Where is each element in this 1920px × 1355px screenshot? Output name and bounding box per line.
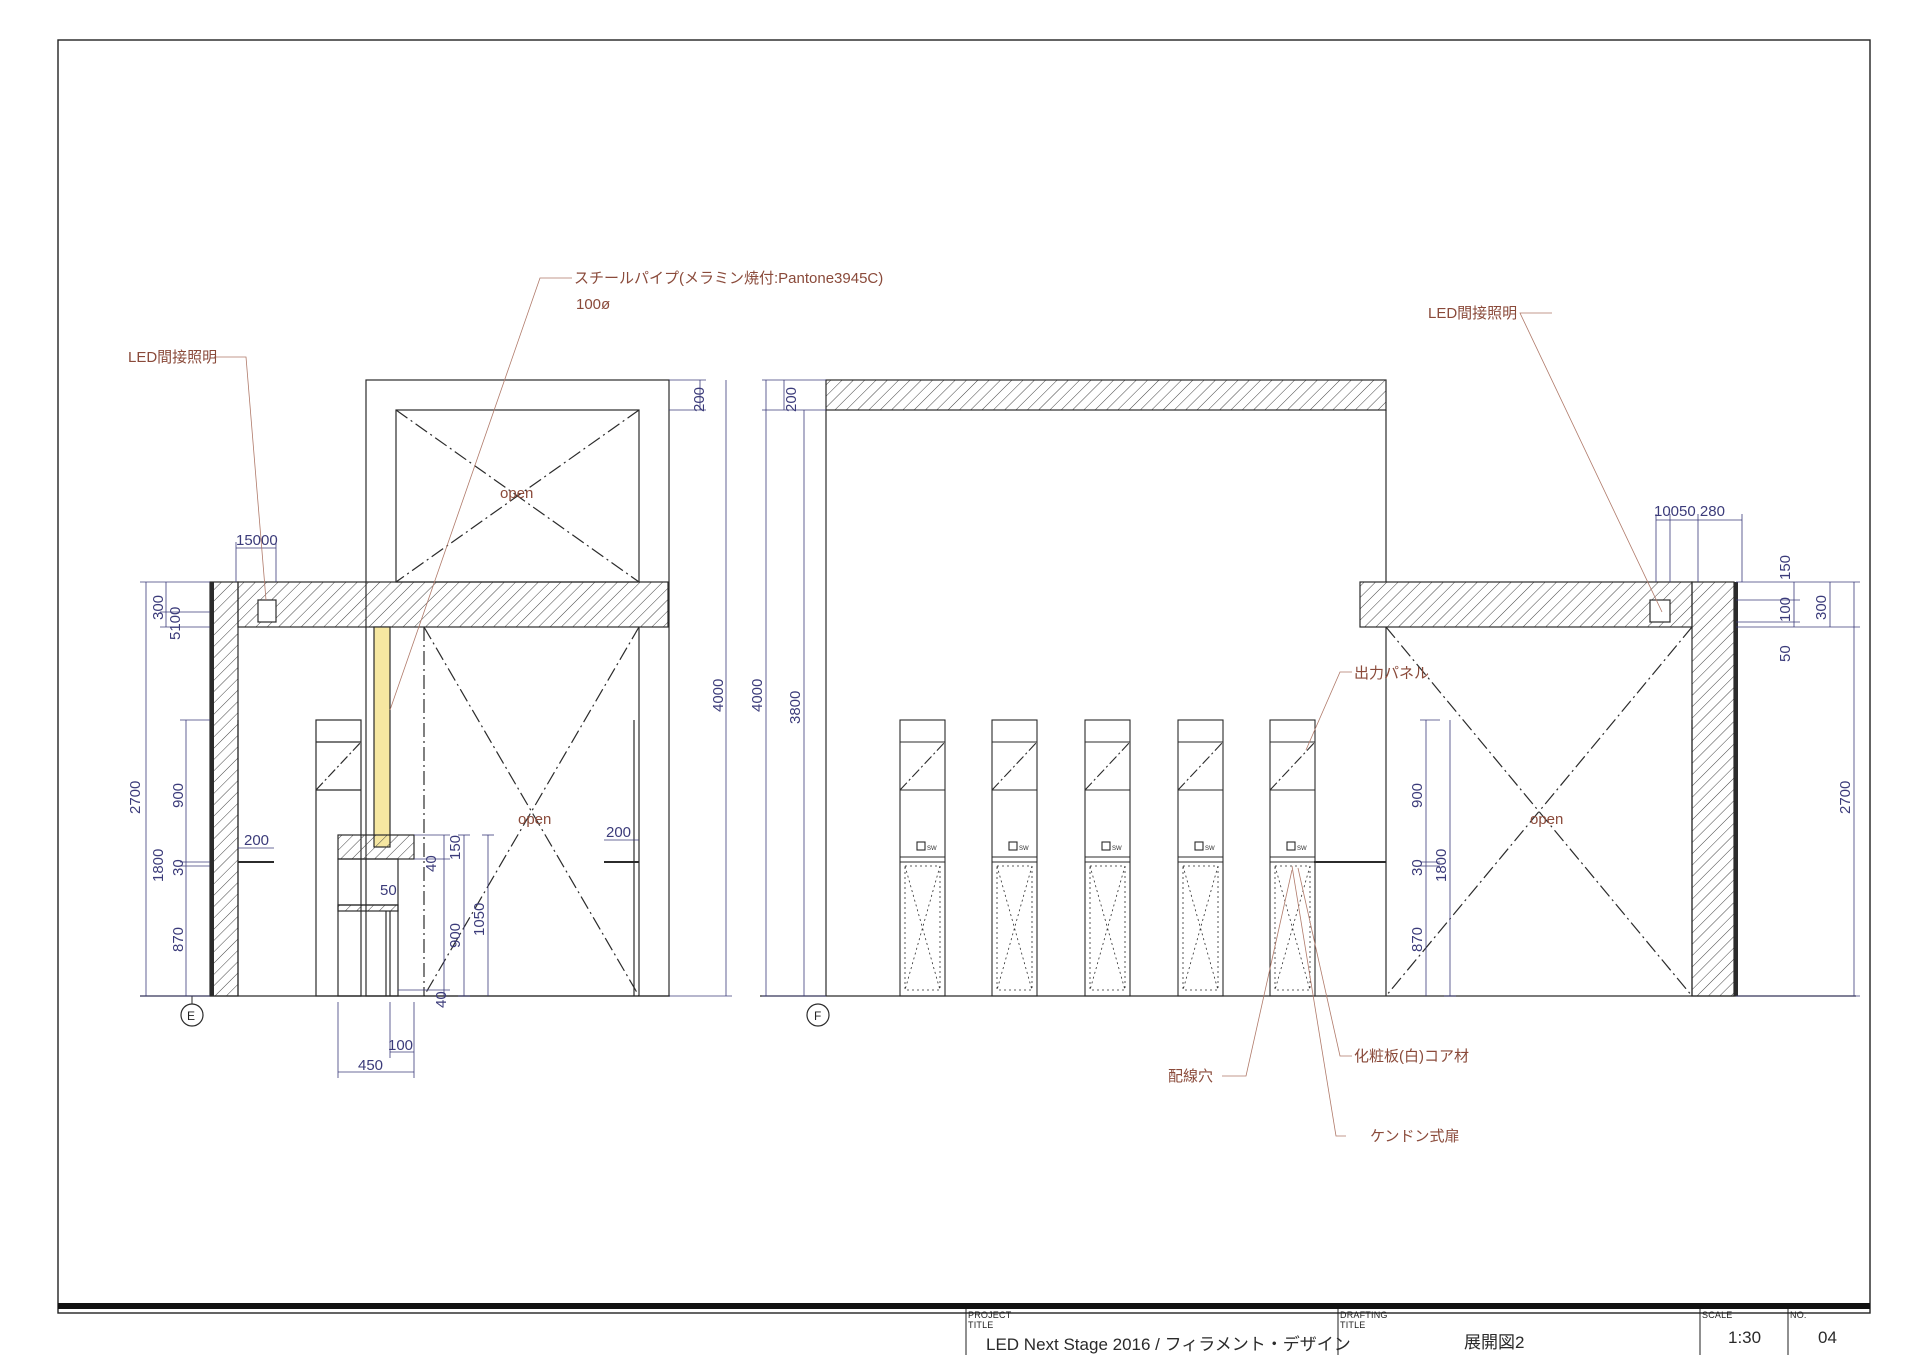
- switch-icon: [1008, 841, 1018, 851]
- dim-e-50: 50: [380, 882, 397, 899]
- dimensions-f: [762, 379, 1860, 997]
- callout-led-left: LED間接照明: [128, 349, 217, 366]
- dim-f-150: 150: [1777, 555, 1794, 580]
- dim-f-50: 50: [1777, 645, 1794, 662]
- dim-f-900: 900: [1409, 783, 1426, 808]
- output-panel: SW: [1084, 719, 1131, 997]
- open-top-diag2: [395, 409, 640, 583]
- project-title-value: LED Next Stage 2016 / フィラメント・デザイン: [986, 1335, 1351, 1354]
- open-mid-diag1: [423, 626, 640, 997]
- drafting-title-caption: DRAFTING TITLE: [1340, 1310, 1388, 1330]
- dim-f-3800: 3800: [787, 691, 804, 724]
- switch-icon: [916, 841, 926, 851]
- open-label-e-mid: open: [518, 811, 551, 828]
- dim-e-900: 900: [170, 783, 187, 808]
- output-panel: SW: [899, 719, 946, 997]
- output-panel: SW: [991, 719, 1038, 997]
- dim-e-900-mid: 900: [447, 923, 464, 948]
- dim-e-150: 150: [447, 835, 464, 860]
- callout-led-right: LED間接照明: [1428, 305, 1517, 322]
- elevation-view-f: [760, 379, 1856, 1027]
- dim-e-40-top: 40: [423, 855, 440, 872]
- switch-icon: [1194, 841, 1204, 851]
- dim-f-1005280: 10050 280: [1654, 503, 1725, 520]
- scale-value: 1:30: [1728, 1328, 1762, 1347]
- right-wall-f: [1691, 581, 1735, 997]
- dim-e-15000: 15000: [236, 532, 278, 549]
- scale-caption: SCALE: [1702, 1310, 1733, 1320]
- callout-output-panel: 出力パネル: [1354, 665, 1429, 682]
- tall-frame-e: [365, 379, 670, 997]
- left-wall-e: [209, 581, 239, 997]
- dim-f-4000: 4000: [749, 679, 766, 712]
- dim-e-5100: 5100: [167, 607, 184, 640]
- switch-label: SW: [927, 846, 937, 852]
- open-label-e-top: open: [500, 485, 533, 502]
- dimensions-e: [140, 379, 732, 1078]
- dim-f-30: 30: [1409, 859, 1426, 876]
- dim-e-300: 300: [150, 595, 167, 620]
- dim-f-200: 200: [783, 387, 800, 412]
- dim-e-1050: 1050: [471, 903, 488, 936]
- callout-kendon-door: ケンドン式扉: [1370, 1128, 1460, 1145]
- switch-label: SW: [1297, 846, 1307, 852]
- view-label-f: F: [814, 1009, 821, 1023]
- dim-e-100: 100: [388, 1037, 413, 1054]
- project-title-caption: PROJECT TITLE: [968, 1310, 1012, 1330]
- switch-label: SW: [1205, 846, 1215, 852]
- switch-label: SW: [1112, 846, 1122, 852]
- dim-e-1800: 1800: [150, 849, 167, 882]
- counter-top-e: [337, 834, 415, 860]
- callout-cosmetic-board: 化粧板(白)コア材: [1354, 1047, 1469, 1065]
- open-top-e: [395, 409, 640, 583]
- switch-icon: [1286, 841, 1296, 851]
- steel-pipe: [373, 626, 391, 848]
- sheet-border: [57, 39, 1871, 1314]
- number-value: 04: [1818, 1328, 1837, 1347]
- dim-f-2700: 2700: [1837, 781, 1854, 814]
- title-block: [965, 1309, 1789, 1355]
- switch-label: SW: [1019, 846, 1029, 852]
- callout-wiring-hole: 配線穴: [1168, 1068, 1213, 1085]
- dim-e-40-bot: 40: [433, 991, 450, 1008]
- output-panel: SW: [1269, 719, 1316, 997]
- dim-e-4000: 4000: [710, 679, 727, 712]
- output-panels: SW SW SW SW SW: [899, 719, 1316, 997]
- open-label-f-mid: open: [1530, 811, 1563, 828]
- number-caption: NO.: [1790, 1310, 1807, 1320]
- led-fixture-right: [1649, 599, 1671, 623]
- view-marker-f: [806, 1003, 830, 1027]
- callout-pipe-line2: 100ø: [576, 296, 610, 313]
- elevation-view-e: [140, 379, 670, 1027]
- switch-icon: [1101, 841, 1111, 851]
- ceiling-beam-f: [825, 379, 1387, 411]
- dim-e-200-top: 200: [691, 387, 708, 412]
- open-mid-diag2: [423, 626, 640, 997]
- dim-f-100: 100: [1777, 597, 1794, 622]
- leader-lines: [214, 277, 1663, 1137]
- dim-f-300: 300: [1813, 595, 1830, 620]
- dim-e-450: 450: [358, 1057, 383, 1074]
- drafting-title-value: 展開図2: [1464, 1333, 1525, 1352]
- dim-e-30: 30: [170, 859, 187, 876]
- output-panel: SW: [1177, 719, 1224, 997]
- dim-e-870: 870: [170, 927, 187, 952]
- led-fixture-left: [257, 599, 277, 623]
- counter-body-e: [337, 858, 399, 997]
- view-label-e: E: [187, 1009, 195, 1023]
- callout-pipe-line1: スチールパイプ(メラミン焼付:Pantone3945C): [574, 270, 883, 287]
- dim-f-1800: 1800: [1433, 849, 1450, 882]
- dim-e-2700: 2700: [127, 781, 144, 814]
- dim-e-200-right: 200: [606, 824, 631, 841]
- dim-f-870: 870: [1409, 927, 1426, 952]
- ceiling-beam-e: [237, 581, 669, 628]
- dim-e-200-left: 200: [244, 832, 269, 849]
- side-beam-f: [1359, 581, 1693, 628]
